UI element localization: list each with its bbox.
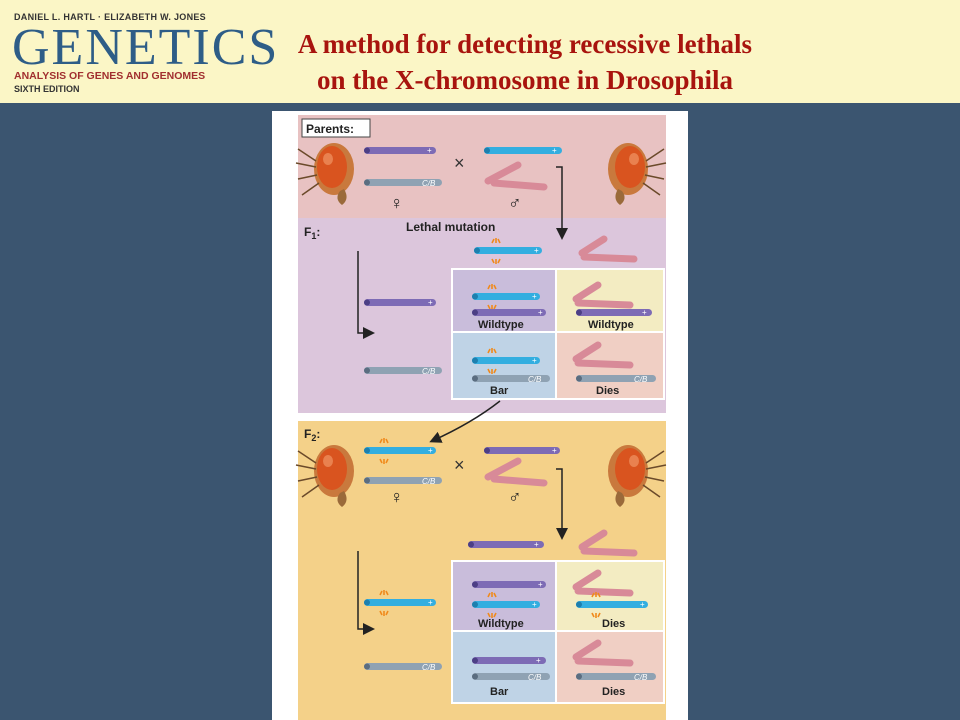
svg-text:+: + [534, 246, 539, 255]
svg-text:C/B: C/B [634, 375, 648, 384]
logo-edition: SIXTH EDITION [14, 84, 80, 94]
f1-outcome-1: Wildtype [478, 319, 524, 331]
slide-title: A method for detecting recessive lethals… [245, 26, 805, 98]
f2-label: F2: [304, 427, 320, 443]
svg-text:+: + [640, 600, 645, 609]
slide-title-line-1: A method for detecting recessive lethals [297, 29, 753, 59]
svg-text:+: + [534, 540, 539, 549]
f1-outcome-3: Bar [490, 385, 509, 397]
svg-text:♀: ♀ [390, 487, 404, 507]
svg-text:×: × [454, 455, 465, 475]
svg-text:C/B: C/B [422, 179, 436, 188]
arrow-male-to-f1 [556, 166, 568, 240]
svg-text:+: + [536, 656, 541, 665]
svg-text:+: + [642, 308, 647, 317]
male-symbol: ♂ [508, 193, 522, 213]
svg-text:C/B: C/B [528, 375, 542, 384]
svg-text:C/B: C/B [422, 663, 436, 672]
f1-outcome-4: Dies [596, 385, 619, 397]
book-logo: DANIEL L. HARTL · ELIZABETH W. JONES GEN… [12, 8, 277, 98]
parents-label: Parents: [306, 122, 354, 136]
chromosome-purple [364, 147, 436, 154]
svg-text:+: + [532, 356, 537, 365]
lethal-mark-icon [491, 238, 501, 264]
female-symbol: ♀ [390, 193, 404, 213]
svg-text:+: + [532, 292, 537, 301]
svg-text:+: + [428, 598, 433, 607]
f1-outcome-2: Wildtype [588, 319, 634, 331]
f2-outcome-1: Wildtype [478, 618, 524, 630]
svg-text:C/B: C/B [422, 477, 436, 486]
slide-header: DANIEL L. HARTL · ELIZABETH W. JONES GEN… [0, 0, 960, 103]
logo-wordmark: GENETICS [12, 19, 280, 76]
f2-outcome-4: Dies [602, 686, 625, 698]
logo-authors: DANIEL L. HARTL · ELIZABETH W. JONES [14, 12, 206, 22]
svg-text:+: + [552, 146, 557, 155]
chromosome-blue [484, 147, 562, 154]
chromosome-cib [364, 179, 442, 186]
f2-outcome-2: Dies [602, 618, 625, 630]
svg-text:+: + [428, 446, 433, 455]
svg-text:+: + [538, 580, 543, 589]
svg-text:C/B: C/B [528, 673, 542, 682]
lethal-mutation-label: Lethal mutation [406, 220, 495, 234]
svg-text:+: + [538, 308, 543, 317]
svg-text:♂: ♂ [508, 487, 522, 507]
f1-label: F1: [304, 225, 320, 241]
arrow-f1-to-f2 [429, 400, 501, 443]
svg-text:C/B: C/B [634, 673, 648, 682]
cross-diagram: Parents: F1: F2: Lethal mutation + C/B ♀… [272, 111, 688, 720]
svg-text:C/B: C/B [422, 367, 436, 376]
logo-subtitle: ANALYSIS OF GENES AND GENOMES [14, 70, 206, 82]
slide-title-line-2: on the X-chromosome in Drosophila [316, 65, 734, 95]
svg-text:+: + [532, 600, 537, 609]
svg-text:+: + [552, 446, 557, 455]
y-chromosome [490, 179, 548, 191]
svg-text:+: + [427, 146, 432, 155]
arrow-female-to-f1 [357, 251, 375, 339]
f2-outcome-3: Bar [490, 686, 509, 698]
cross-symbol: × [454, 153, 465, 173]
svg-text:+: + [428, 298, 433, 307]
